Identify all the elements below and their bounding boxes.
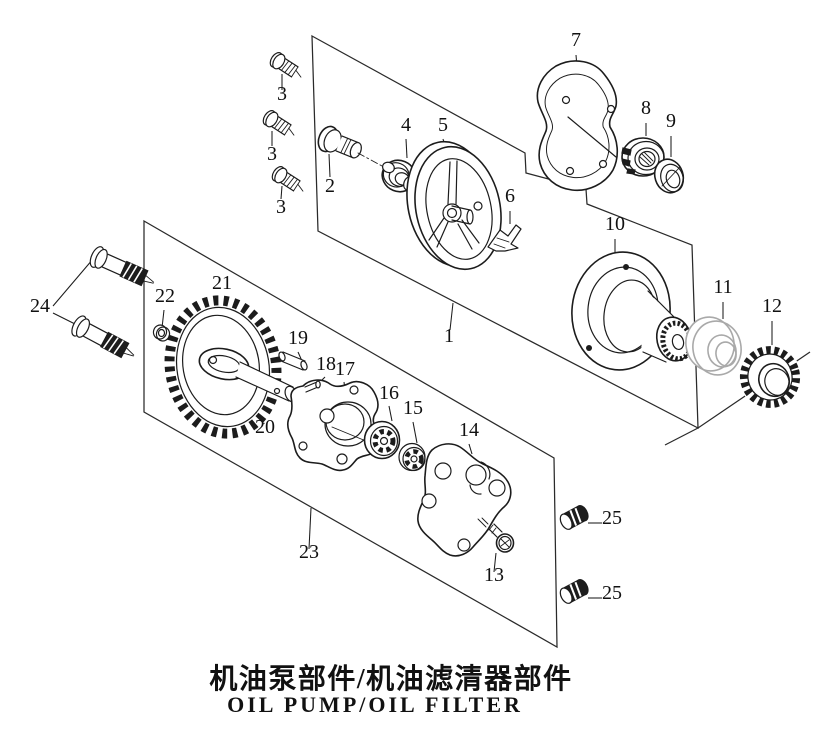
caption-english: OIL PUMP/OIL FILTER <box>227 692 523 717</box>
part-label-19: 19 <box>288 327 308 349</box>
part-12-gear <box>739 345 801 409</box>
part-17-pump-body <box>287 379 382 472</box>
part-label-16: 16 <box>379 382 399 404</box>
part-25-nut <box>556 576 592 607</box>
part-13-screw <box>477 517 515 553</box>
part-label-14: 14 <box>459 419 479 441</box>
part-label-8: 8 <box>641 97 651 119</box>
part-label-25: 25 <box>602 582 622 604</box>
part-6-clip <box>487 224 522 252</box>
plane-oil-pump-group <box>143 219 558 649</box>
part-10-filter-rotor <box>571 251 694 371</box>
part-3-screw <box>267 49 307 84</box>
plane-oil-filter-group <box>311 34 699 430</box>
part-7-gasket <box>536 60 619 192</box>
part-9-washer <box>653 158 685 194</box>
part-24-bolt <box>86 243 159 294</box>
caption-chinese: 机油泵部件/机油滤清器部件 <box>209 663 572 695</box>
part-19-pin <box>278 351 308 371</box>
part-label-2: 2 <box>325 175 335 197</box>
part-label-3: 3 <box>267 143 277 165</box>
part-label-20: 20 <box>255 416 275 438</box>
part-label-25: 25 <box>602 507 622 529</box>
part-label-12: 12 <box>762 295 782 317</box>
part-label-15: 15 <box>403 397 423 419</box>
axis-dash-line <box>357 152 383 167</box>
part-15-inner-rotor <box>398 442 427 472</box>
part-3-screw <box>269 163 309 198</box>
part-label-7: 7 <box>571 29 581 51</box>
part-18-dowel-pin <box>304 380 321 393</box>
part-25-nut <box>556 502 592 533</box>
part-label-6: 6 <box>505 185 515 207</box>
part-label-11: 11 <box>713 276 732 298</box>
part-label-9: 9 <box>666 110 676 132</box>
part-label-23: 23 <box>299 541 319 563</box>
part-8-nut <box>621 137 665 177</box>
part-label-24: 24 <box>30 295 50 317</box>
part-24-bolt <box>68 312 140 366</box>
part-label-3: 3 <box>276 196 286 218</box>
part-16-outer-rotor <box>363 420 401 460</box>
part-11-bearing <box>685 316 742 376</box>
part-14-pump-plate <box>417 443 512 557</box>
part-label-10: 10 <box>605 213 625 235</box>
part-5-rotor-cover <box>406 140 502 271</box>
part-label-1: 1 <box>444 325 454 347</box>
part-label-13: 13 <box>484 564 504 586</box>
part-3-screw <box>260 107 300 142</box>
part-2-bolt <box>317 125 362 159</box>
parts-layer <box>68 49 801 607</box>
part-label-18: 18 <box>316 353 336 375</box>
part-label-22: 22 <box>155 285 175 307</box>
part-22-ring <box>152 324 171 342</box>
part-label-17: 17 <box>335 358 355 380</box>
part-label-3: 3 <box>277 83 287 105</box>
part-label-5: 5 <box>438 114 448 136</box>
part-label-21: 21 <box>212 272 232 294</box>
part-label-4: 4 <box>401 114 411 136</box>
